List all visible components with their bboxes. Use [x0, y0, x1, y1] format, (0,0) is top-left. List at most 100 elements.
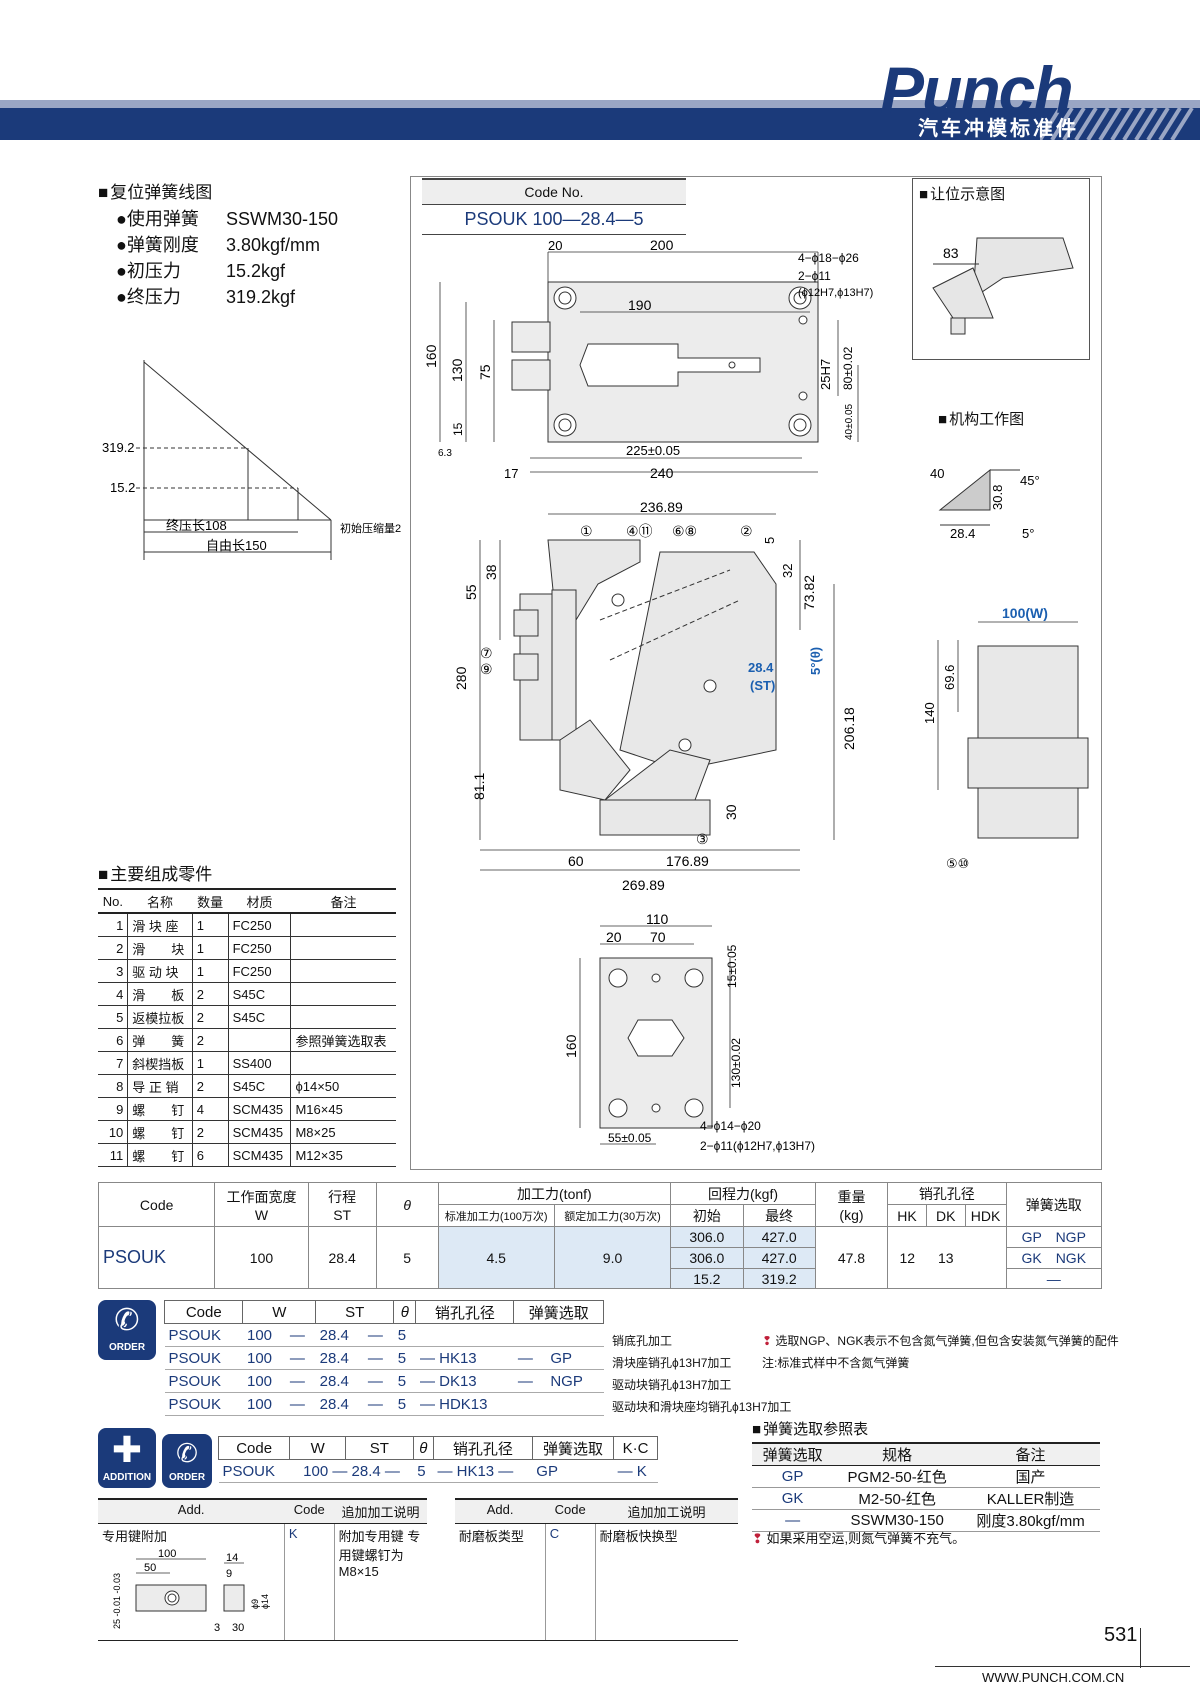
parts-cell: SS400	[227, 1051, 291, 1075]
key-dim-3: 3	[214, 1622, 220, 1634]
addition-icon: ✚ADDITION	[98, 1428, 156, 1488]
key-dim-100: 100	[158, 1548, 176, 1560]
callout-7: ⑦	[480, 645, 493, 661]
ord-h: 销孔孔径	[415, 1300, 515, 1324]
clearance-title: 让位示意图	[919, 183, 1083, 204]
h-wt2: (kg)	[839, 1206, 864, 1223]
spec-value: SSWM30-150	[226, 209, 339, 229]
parts-cell: 返模拉板	[127, 1005, 193, 1029]
parts-header: 备注	[290, 888, 396, 914]
order-notes: 销底孔加工 滑块座销孔ϕ13H7加工 驱动块销孔ϕ13H7加工 驱动块和滑块座均…	[612, 1330, 791, 1418]
dim-176-89: 176.89	[666, 853, 709, 869]
callout-4-11: ④⑪	[626, 523, 653, 539]
parts-cell: SCM435	[227, 1143, 291, 1167]
parts-cell: 1	[191, 936, 229, 960]
spring-force-chart: 319.2 15.2 终压长108 初始压缩量2 自由长150	[102, 360, 401, 560]
row-f1: 4.5	[437, 1226, 555, 1289]
dim-160b: 160	[563, 1034, 579, 1058]
spring-ref-note: ❢ 如果采用空运,则氮气弹簧不充气。	[752, 1528, 965, 1547]
dim-40: 40±0.05	[844, 403, 855, 440]
order-cell	[513, 1323, 547, 1347]
order-cell: 5	[393, 1346, 416, 1370]
parts-cell: S45C	[227, 982, 291, 1006]
dim-69-6: 69.6	[942, 665, 957, 690]
parts-cell: 滑 板	[127, 982, 193, 1006]
h-st1: 行程	[328, 1188, 357, 1205]
add-theta: 5	[413, 1459, 434, 1483]
parts-cell: 螺 钉	[127, 1143, 193, 1167]
order-cell: —	[363, 1369, 394, 1393]
ord-h: W	[242, 1300, 317, 1324]
mech-dim-45: 45°	[1020, 473, 1040, 488]
order-cell	[415, 1323, 514, 1347]
add-spring: GP	[532, 1459, 614, 1483]
row-r-init: 306.0	[670, 1226, 744, 1248]
parts-cell: 2	[98, 936, 128, 960]
add-h: W	[289, 1436, 347, 1460]
key-drawing: 100 50 14 9 25 -0.01 -0.03 ϕ9 ϕ14 3 30	[112, 1548, 270, 1634]
dim-60: 60	[568, 853, 584, 869]
add-process-table: Add. Code 追加加工说明 Add. Code 追加加工说明 专用键附加 …	[98, 1498, 738, 1641]
parts-cell: 4	[98, 982, 128, 1006]
parts-cell: 2	[191, 1120, 229, 1144]
add-kc: — K	[613, 1459, 658, 1483]
parts-cell	[290, 1005, 396, 1029]
order-cell: GP	[546, 1346, 604, 1370]
callout-2: ②	[740, 523, 753, 539]
parts-cell	[290, 936, 396, 960]
ref-cell: GK	[752, 1487, 834, 1510]
order-cell: —	[363, 1323, 394, 1347]
parts-cell: 7	[98, 1051, 128, 1075]
theta-label: 5°(θ)	[808, 647, 823, 675]
parts-cell: FC250	[227, 913, 291, 937]
key-dim-25: 25 -0.01 -0.03	[112, 1573, 122, 1629]
parts-header: 材质	[228, 888, 291, 914]
ref-cell: M2-50-红色	[833, 1487, 962, 1510]
dim-236-89: 236.89	[640, 500, 683, 515]
dim-280: 280	[453, 666, 469, 690]
parts-cell	[290, 913, 396, 937]
order-note: 销底孔加工	[612, 1334, 673, 1348]
addt-h: Add.	[454, 1498, 546, 1524]
ref-h: 备注	[961, 1442, 1100, 1466]
order-icon-label: ORDER	[108, 1342, 146, 1353]
key-dim-30: 30	[232, 1622, 244, 1634]
warning-text: 选取NGP、NGK表示不包含氮气弹簧,但包含安装氮气弹簧的配件	[775, 1334, 1119, 1348]
parts-cell: S45C	[227, 1074, 291, 1098]
header-bar	[0, 108, 1200, 140]
h-r1: 初始	[670, 1204, 744, 1227]
dim-5: 5	[762, 537, 777, 544]
addt-gap	[426, 1499, 455, 1524]
y-low-label: 15.2	[110, 480, 135, 495]
parts-cell: FC250	[227, 936, 291, 960]
row-r-final: 427.0	[742, 1247, 816, 1269]
dim-30: 30	[723, 804, 739, 820]
order-cell: PSOUK	[164, 1369, 243, 1393]
ref-cell: —	[752, 1509, 834, 1532]
add-key-code: K	[283, 1523, 335, 1641]
dim-110: 110	[646, 911, 669, 927]
dim-200: 200	[650, 240, 674, 253]
add-key-desc: 附加专用键 专用键螺钉为 M8×15	[333, 1523, 427, 1641]
callout-6-8: ⑥⑧	[672, 523, 697, 539]
dim-206-18: 206.18	[841, 707, 857, 750]
add-wear-label: 耐磨板类型	[454, 1523, 546, 1641]
order-cell: 28.4	[315, 1392, 364, 1416]
parts-cell: 螺 钉	[127, 1120, 193, 1144]
addition-table: Code W ST θ 销孔孔径 弹簧选取 K·C PSOUK 100 — 28…	[217, 1436, 658, 1483]
parts-cell: 斜楔挡板	[127, 1051, 193, 1075]
ref-cell: GP	[752, 1465, 834, 1488]
order-cell: PSOUK	[164, 1346, 243, 1370]
h-w1: 工作面宽度	[226, 1188, 297, 1205]
order-cell: 5	[393, 1323, 416, 1347]
parts-cell: 1	[98, 913, 128, 937]
